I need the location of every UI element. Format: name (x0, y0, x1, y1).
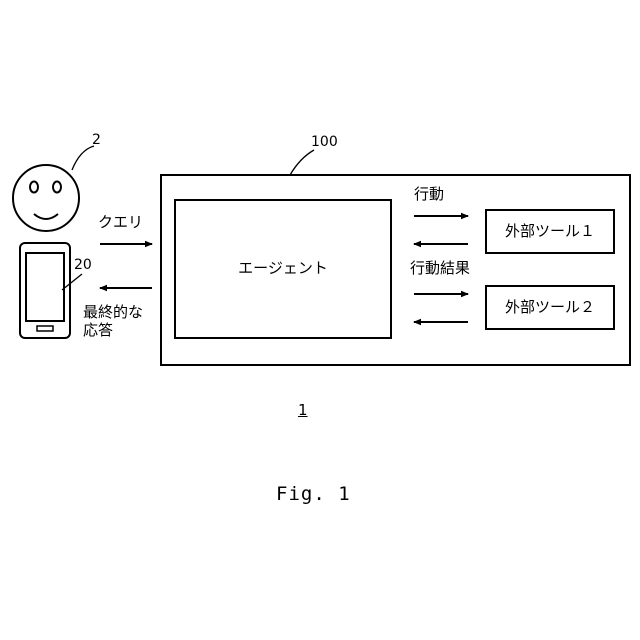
phone-ref-label: 20 (74, 257, 92, 273)
query-label: クエリ (98, 213, 143, 231)
user-leader-line (72, 146, 94, 170)
system-ref-label: 100 (311, 134, 338, 150)
smartphone-icon (20, 243, 70, 338)
figure-caption: Fig. 1 (276, 483, 351, 505)
action-result-label: 行動結果 (410, 259, 470, 277)
system-leader-line (290, 150, 314, 175)
tool2-label: 外部ツール２ (486, 298, 614, 316)
user-ref-label: 2 (92, 132, 101, 148)
user-face-icon (13, 165, 79, 231)
action-label: 行動 (414, 185, 444, 203)
final-response-line2: 応答 (83, 321, 113, 339)
system-number: 1 (298, 402, 308, 418)
agent-label: エージェント (175, 259, 391, 277)
final-response-line1: 最終的な (83, 303, 143, 321)
tool1-label: 外部ツール１ (486, 222, 614, 240)
